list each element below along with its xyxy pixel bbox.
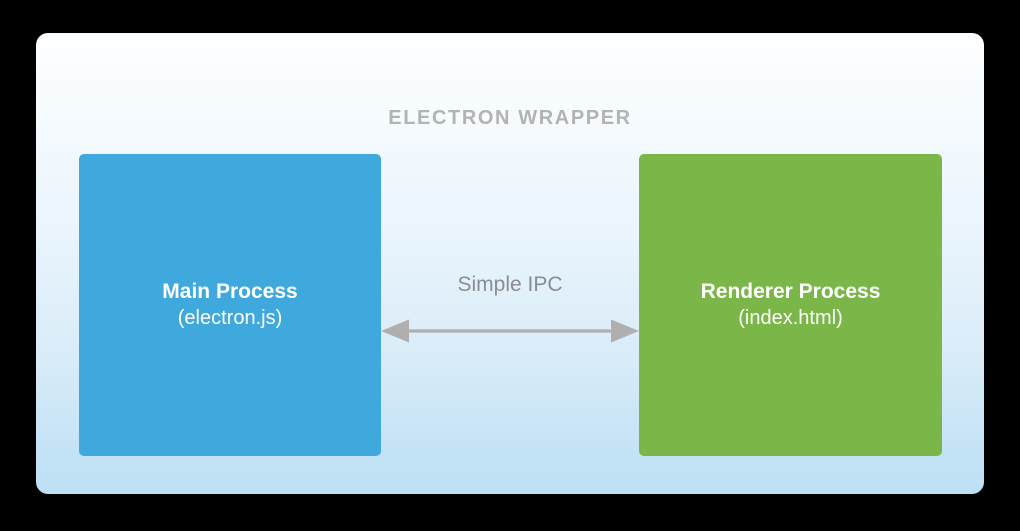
ipc-connector: Simple IPC [381, 154, 639, 456]
node-renderer-process-subtitle: (index.html) [738, 307, 843, 329]
ipc-connector-label: Simple IPC [457, 273, 563, 296]
node-main-process-subtitle: (electron.js) [177, 307, 283, 329]
double-arrow-icon [381, 319, 639, 343]
node-main-process[interactable]: Main Process (electron.js) [79, 154, 381, 456]
node-renderer-process[interactable]: Renderer Process (index.html) [639, 154, 942, 456]
node-main-process-title: Main Process [162, 280, 298, 303]
node-renderer-process-title: Renderer Process [700, 280, 881, 303]
electron-wrapper-panel: ELECTRON WRAPPER Main Process (electron.… [36, 33, 984, 494]
page-title: ELECTRON WRAPPER [388, 107, 632, 129]
